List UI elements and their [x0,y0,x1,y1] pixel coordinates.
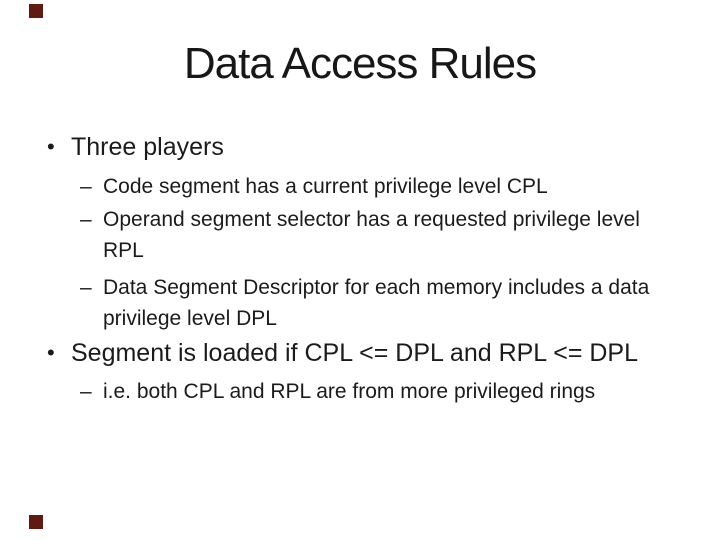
decor-square-bottom [29,515,43,529]
dash-icon: – [80,380,92,403]
bullet-item-segment-loaded: • Segment is loaded if CPL <= DPL and RP… [0,336,700,370]
sub-bullet-text: i.e. both CPL and RPL are from more priv… [103,380,596,403]
bullet-icon: • [47,340,55,365]
dash-icon: – [80,175,92,198]
sub-bullet-text: Operand segment selector has a requested… [103,208,640,262]
bullet-text: Segment is loaded if CPL <= DPL and RPL … [71,339,639,367]
sub-bullet-item-dpl: – Data Segment Descriptor for each memor… [0,272,700,334]
dash-icon: – [80,276,92,299]
sub-bullet-item-cpl: – Code segment has a current privilege l… [0,171,700,202]
bullet-text: Three players [71,133,224,161]
slide-body: • Three players – Code segment has a cur… [0,130,700,407]
sub-bullet-item-privileged-rings: – i.e. both CPL and RPL are from more pr… [0,376,700,407]
decor-square-top [29,4,43,18]
sub-bullet-text: Data Segment Descriptor for each memory … [103,276,650,330]
sub-bullet-item-rpl: – Operand segment selector has a request… [0,204,700,266]
slide-title: Data Access Rules [183,39,537,88]
sub-bullet-text: Code segment has a current privilege lev… [103,175,548,198]
bullet-item-three-players: • Three players [0,130,700,164]
bullet-icon: • [47,134,55,159]
dash-icon: – [80,208,92,231]
